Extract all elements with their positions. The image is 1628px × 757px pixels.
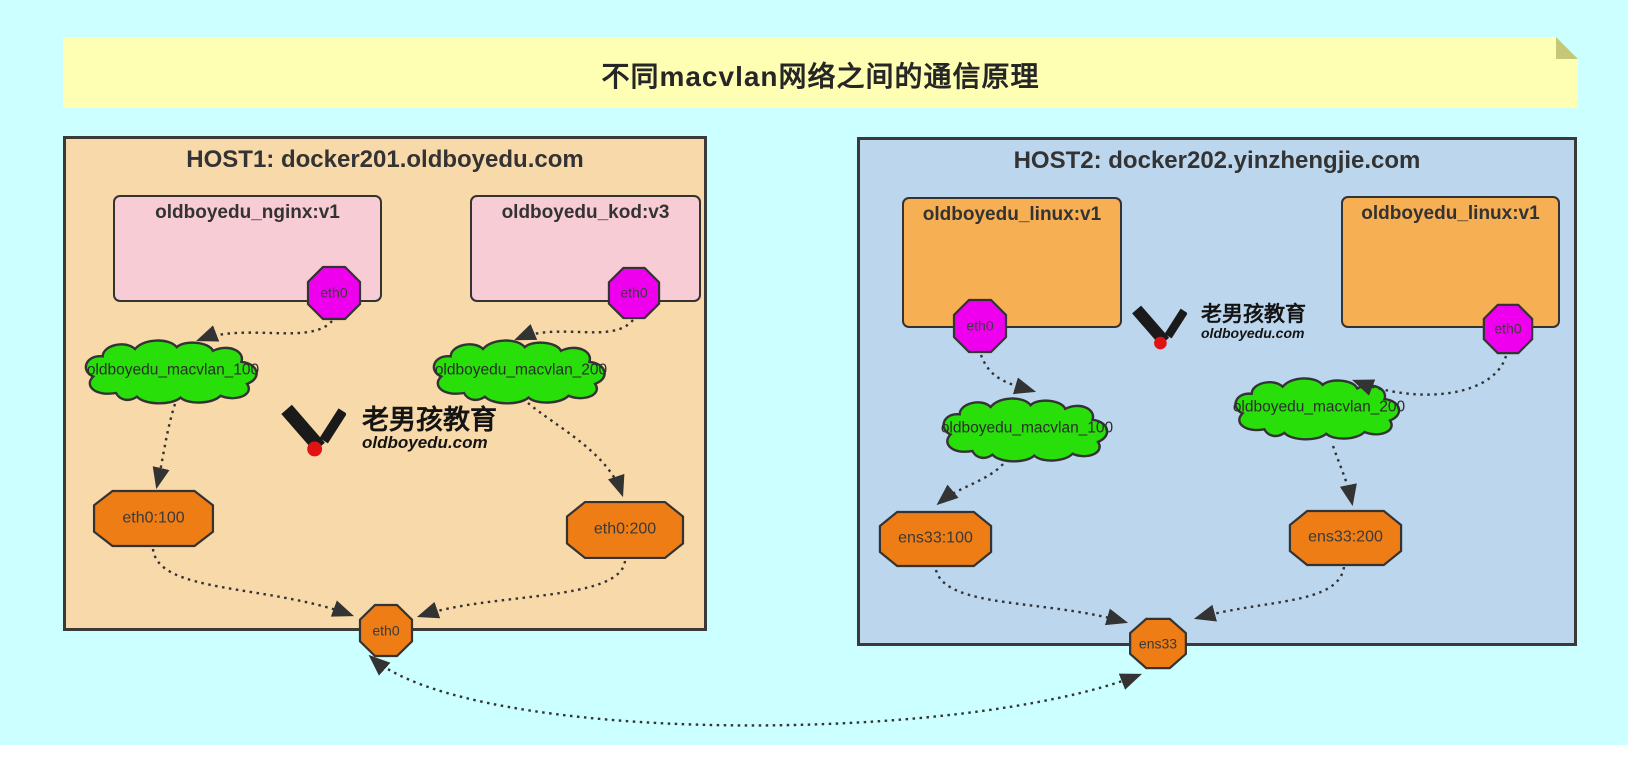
cloud-icon: [936, 396, 1118, 462]
subiface-label: ens33:100: [898, 529, 973, 547]
host2-ens33-octagon: ens33: [1128, 617, 1188, 670]
octagon-icon: [1128, 617, 1188, 670]
nic-label: ens33: [1138, 635, 1178, 652]
bottom-margin: [0, 745, 1628, 757]
eth0-200-octagon: eth0:200: [565, 500, 685, 560]
host2-title: HOST2: docker202.yinzhengjie.com: [1013, 147, 1421, 174]
network-label: oldboyedu_macvlan_200: [434, 361, 608, 379]
network-macvlan100-host2: oldboyedu_macvlan_100: [936, 396, 1118, 462]
ens33-100-octagon: ens33:100: [878, 510, 993, 568]
container-linux2-label: oldboyedu_linux:v1: [1361, 203, 1540, 224]
subiface-label: ens33:200: [1308, 528, 1383, 546]
network-macvlan100-host1: oldboyedu_macvlan_100: [78, 338, 268, 404]
network-label: oldboyedu_macvlan_200: [1232, 398, 1406, 416]
container-kod: oldboyedu_kod:v3: [470, 195, 701, 302]
banner-fold-corner: [1556, 37, 1578, 59]
logo-domain: oldboyedu.com: [1201, 325, 1305, 342]
diagram-title: 不同macvlan网络之间的通信原理: [601, 61, 1040, 92]
iface-label: eth0: [966, 317, 994, 334]
subiface-label: eth0:200: [593, 520, 657, 538]
octagon-icon: [952, 298, 1008, 354]
oldboyedu-logo-host1: 老男孩教育 oldboyedu.com: [280, 400, 500, 464]
host1-title: HOST1: docker201.oldboyedu.com: [186, 146, 584, 173]
container-linux2: oldboyedu_linux:v1: [1341, 196, 1560, 328]
container-kod-label: oldboyedu_kod:v3: [501, 202, 670, 223]
octagon-icon: [565, 500, 685, 560]
octagon-icon: [1482, 303, 1534, 355]
logo-text: 老男孩教育 oldboyedu.com: [362, 406, 497, 453]
oldboyedu-logo-host2: 老男孩教育 oldboyedu.com: [1131, 301, 1341, 355]
eth0-100-octagon: eth0:100: [92, 489, 215, 548]
arrow-eth0-to-ens33-bidirectional: [368, 654, 1143, 727]
logo-cn-name: 老男孩教育: [362, 405, 497, 435]
octagon-icon: [1288, 509, 1403, 567]
octagon-icon: [878, 510, 993, 568]
octagon-icon: [92, 489, 215, 548]
logo-cn-name: 老男孩教育: [1201, 303, 1306, 326]
subiface-label: eth0:100: [122, 509, 185, 527]
iface-label: eth0: [620, 284, 648, 301]
linux2-eth0-octagon: eth0: [1482, 303, 1534, 355]
network-label: oldboyedu_macvlan_100: [86, 361, 260, 379]
iface-label: eth0: [320, 284, 348, 301]
title-banner: 不同macvlan网络之间的通信原理: [63, 37, 1578, 108]
container-nginx-label: oldboyedu_nginx:v1: [155, 202, 340, 223]
octagon-icon: [607, 266, 661, 320]
ens33-200-octagon: ens33:200: [1288, 509, 1403, 567]
logo-v-icon: [1132, 305, 1187, 350]
logo-domain: oldboyedu.com: [362, 433, 488, 453]
container-linux1: oldboyedu_linux:v1: [902, 197, 1122, 328]
cloud-icon: [78, 338, 268, 404]
logo-text: 老男孩教育 oldboyedu.com: [1201, 303, 1306, 342]
nic-label: eth0: [372, 622, 400, 639]
host1-eth0-octagon: eth0: [358, 603, 414, 658]
container-linux1-label: oldboyedu_linux:v1: [922, 204, 1102, 225]
network-macvlan200-host1: oldboyedu_macvlan_200: [426, 338, 616, 404]
network-macvlan200-host2: oldboyedu_macvlan_200: [1228, 376, 1410, 440]
logo-v-icon: [281, 404, 346, 457]
kod-eth0-octagon: eth0: [607, 266, 661, 320]
cloud-icon: [426, 338, 616, 404]
linux1-eth0-octagon: eth0: [952, 298, 1008, 354]
network-label: oldboyedu_macvlan_100: [940, 419, 1114, 437]
nginx-eth0-octagon: eth0: [306, 265, 362, 321]
iface-label: eth0: [1494, 320, 1522, 337]
octagon-icon: [306, 265, 362, 321]
